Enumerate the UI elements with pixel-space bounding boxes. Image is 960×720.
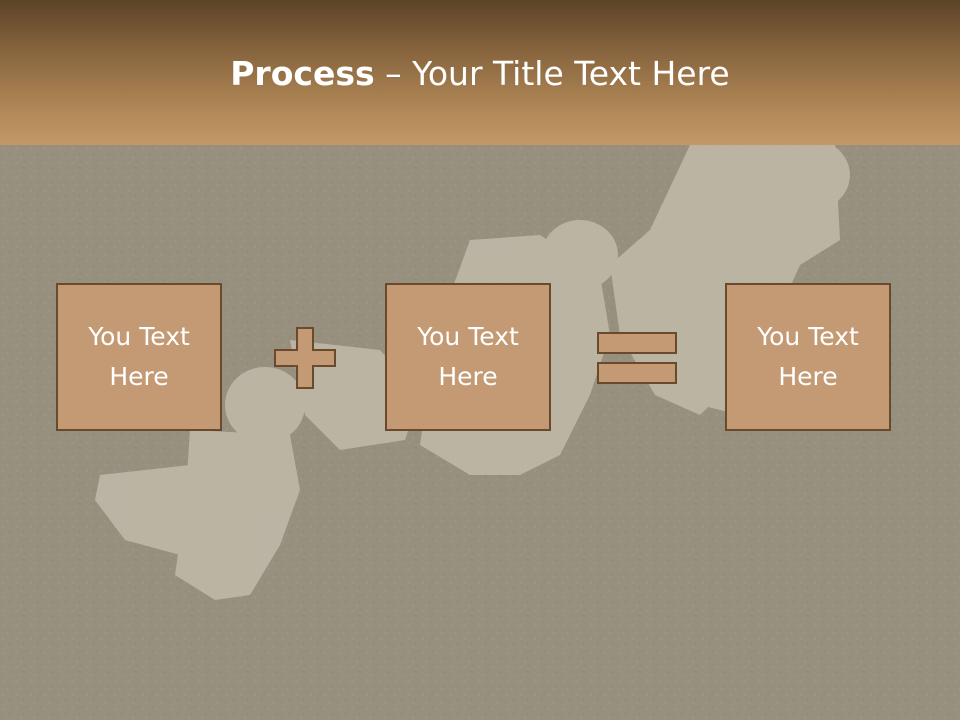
faded-yoga-photo	[0, 145, 960, 720]
title-bold-word: Process	[230, 54, 375, 93]
title-rest: – Your Title Text Here	[374, 54, 730, 93]
process-box-1-label: You Text Here	[88, 322, 190, 391]
equals-icon	[597, 332, 677, 384]
process-box-3[interactable]: You Text Here	[725, 283, 891, 431]
process-box-1[interactable]: You Text Here	[56, 283, 222, 431]
process-box-2-label: You Text Here	[417, 322, 519, 391]
title-bar: Process – Your Title Text Here	[0, 0, 960, 145]
plus-icon	[274, 327, 336, 389]
process-box-3-label: You Text Here	[757, 322, 859, 391]
process-box-2[interactable]: You Text Here	[385, 283, 551, 431]
slide-title[interactable]: Process – Your Title Text Here	[0, 50, 960, 98]
background-photo	[0, 145, 960, 720]
